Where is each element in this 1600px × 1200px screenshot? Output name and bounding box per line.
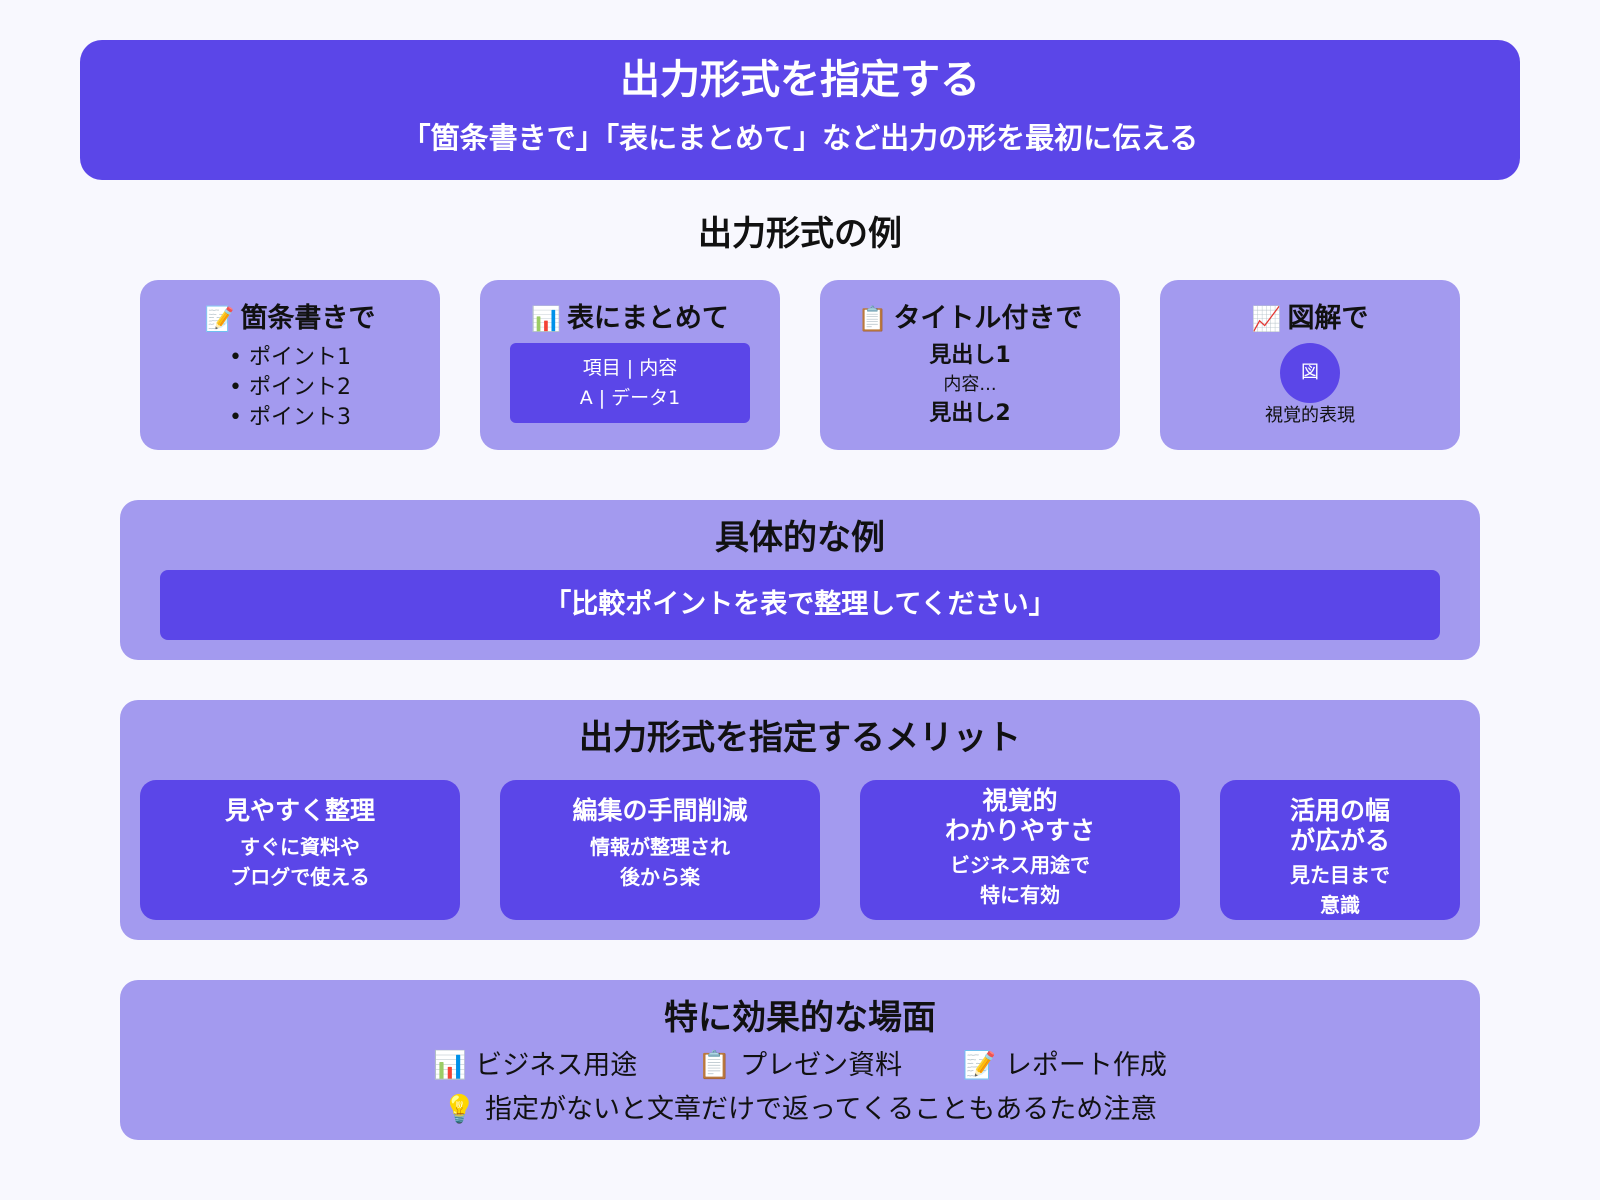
heading-2: 見出し2 [929,401,1011,426]
merit-title: 視覚的 [982,786,1058,815]
bullet-item: • ポイント3 [229,405,351,430]
merit-desc: すぐに資料や [240,835,360,859]
scene-item: 📋 プレゼン資料 [697,1050,903,1081]
example-card-titled: 📋タイトル付きで 見出し1 内容... 見出し2 [820,280,1120,450]
merit-desc: 意識 [1320,893,1360,917]
page-title: 出力形式を指定する [620,57,980,103]
scene-list: 📊 ビジネス用途 📋 プレゼン資料 📝 レポート作成 [120,1046,1480,1086]
merit-title: が広がる [1289,826,1390,855]
scene-item: 📊 ビジネス用途 [433,1050,638,1081]
memo-icon: 📝 [962,1050,997,1081]
merit-card: 編集の手間削減 情報が整理され 後から楽 [500,780,820,920]
table-preview: 項目 | 内容 A | データ1 [510,343,750,423]
merit-desc: ブログで使える [230,865,370,889]
heading-1: 見出し1 [929,343,1011,368]
scene-note: 💡 指定がないと文章だけで返ってくることもあるため注意 [120,1090,1480,1130]
card-title: 箇条書きで [240,303,376,334]
card-title: タイトル付きで [893,303,1083,334]
bar-chart-icon: 📊 [433,1050,467,1081]
merit-card: 活用の幅 が広がる 見た目まで 意識 [1220,780,1460,920]
merit-desc: 情報が整理され [590,835,730,859]
example-prompt: 「比較ポイントを表で整理してください」 [160,570,1440,640]
table-row: A | データ1 [579,387,681,409]
concrete-example-panel: 具体的な例 「比較ポイントを表で整理してください」 [120,500,1480,660]
diagram-caption: 視覚的表現 [1265,405,1355,426]
merits-panel: 出力形式を指定するメリット 見やすく整理 すぐに資料や ブログで使える 編集の手… [120,700,1480,940]
merit-card: 視覚的 わかりやすさ ビジネス用途で 特に有効 [860,780,1180,920]
merit-desc: 見た目まで [1290,863,1390,887]
memo-icon: 📝 [204,305,235,333]
clipboard-icon: 📋 [697,1050,732,1081]
scene-item: 📝 レポート作成 [962,1050,1167,1081]
bar-chart-icon: 📊 [531,305,561,333]
merit-desc: 特に有効 [980,883,1060,907]
merit-card: 見やすく整理 すぐに資料や ブログで使える [140,780,460,920]
clipboard-icon: 📋 [857,305,888,333]
chart-increasing-icon: 📈 [1251,305,1282,333]
light-bulb-icon: 💡 [442,1094,477,1125]
examples-section-title: 出力形式の例 [698,214,902,254]
merit-title: 活用の幅 [1289,796,1390,825]
diagram-circle: 図 [1280,343,1340,403]
page-subtitle: 「箇条書きで」「表にまとめて」など出力の形を最初に伝える [401,121,1199,155]
bullet-item: • ポイント1 [229,345,351,370]
example-card-table: 📊表にまとめて 項目 | 内容 A | データ1 [480,280,780,450]
card-title: 図解で [1287,303,1369,334]
table-row: 項目 | 内容 [582,357,678,379]
example-card-bullets: 📝箇条書きで • ポイント1 • ポイント2 • ポイント3 [140,280,440,450]
merit-desc: 後から楽 [620,865,700,889]
note-text: 指定がないと文章だけで返ってくることもあるため注意 [484,1094,1158,1125]
header-banner: 出力形式を指定する 「箇条書きで」「表にまとめて」など出力の形を最初に伝える [80,40,1520,180]
merit-title: わかりやすさ [944,816,1095,845]
bullet-item: • ポイント2 [229,375,351,400]
merit-title: 編集の手間削減 [572,796,748,825]
bullet-list: • ポイント1 • ポイント2 • ポイント3 [140,343,440,433]
scenes-panel: 特に効果的な場面 📊 ビジネス用途 📋 プレゼン資料 📝 レポート作成 💡 指定… [120,980,1480,1140]
example-card-diagram: 📈図解で 図 視覚的表現 [1160,280,1460,450]
merit-desc: ビジネス用途で [950,853,1090,877]
merits-title: 出力形式を指定するメリット [579,718,1021,758]
concrete-example-title: 具体的な例 [715,518,885,558]
scenes-title: 特に効果的な場面 [664,998,936,1038]
heading-content: 内容... [943,374,997,395]
card-title: 表にまとめて [566,303,729,334]
merit-title: 見やすく整理 [224,796,375,825]
